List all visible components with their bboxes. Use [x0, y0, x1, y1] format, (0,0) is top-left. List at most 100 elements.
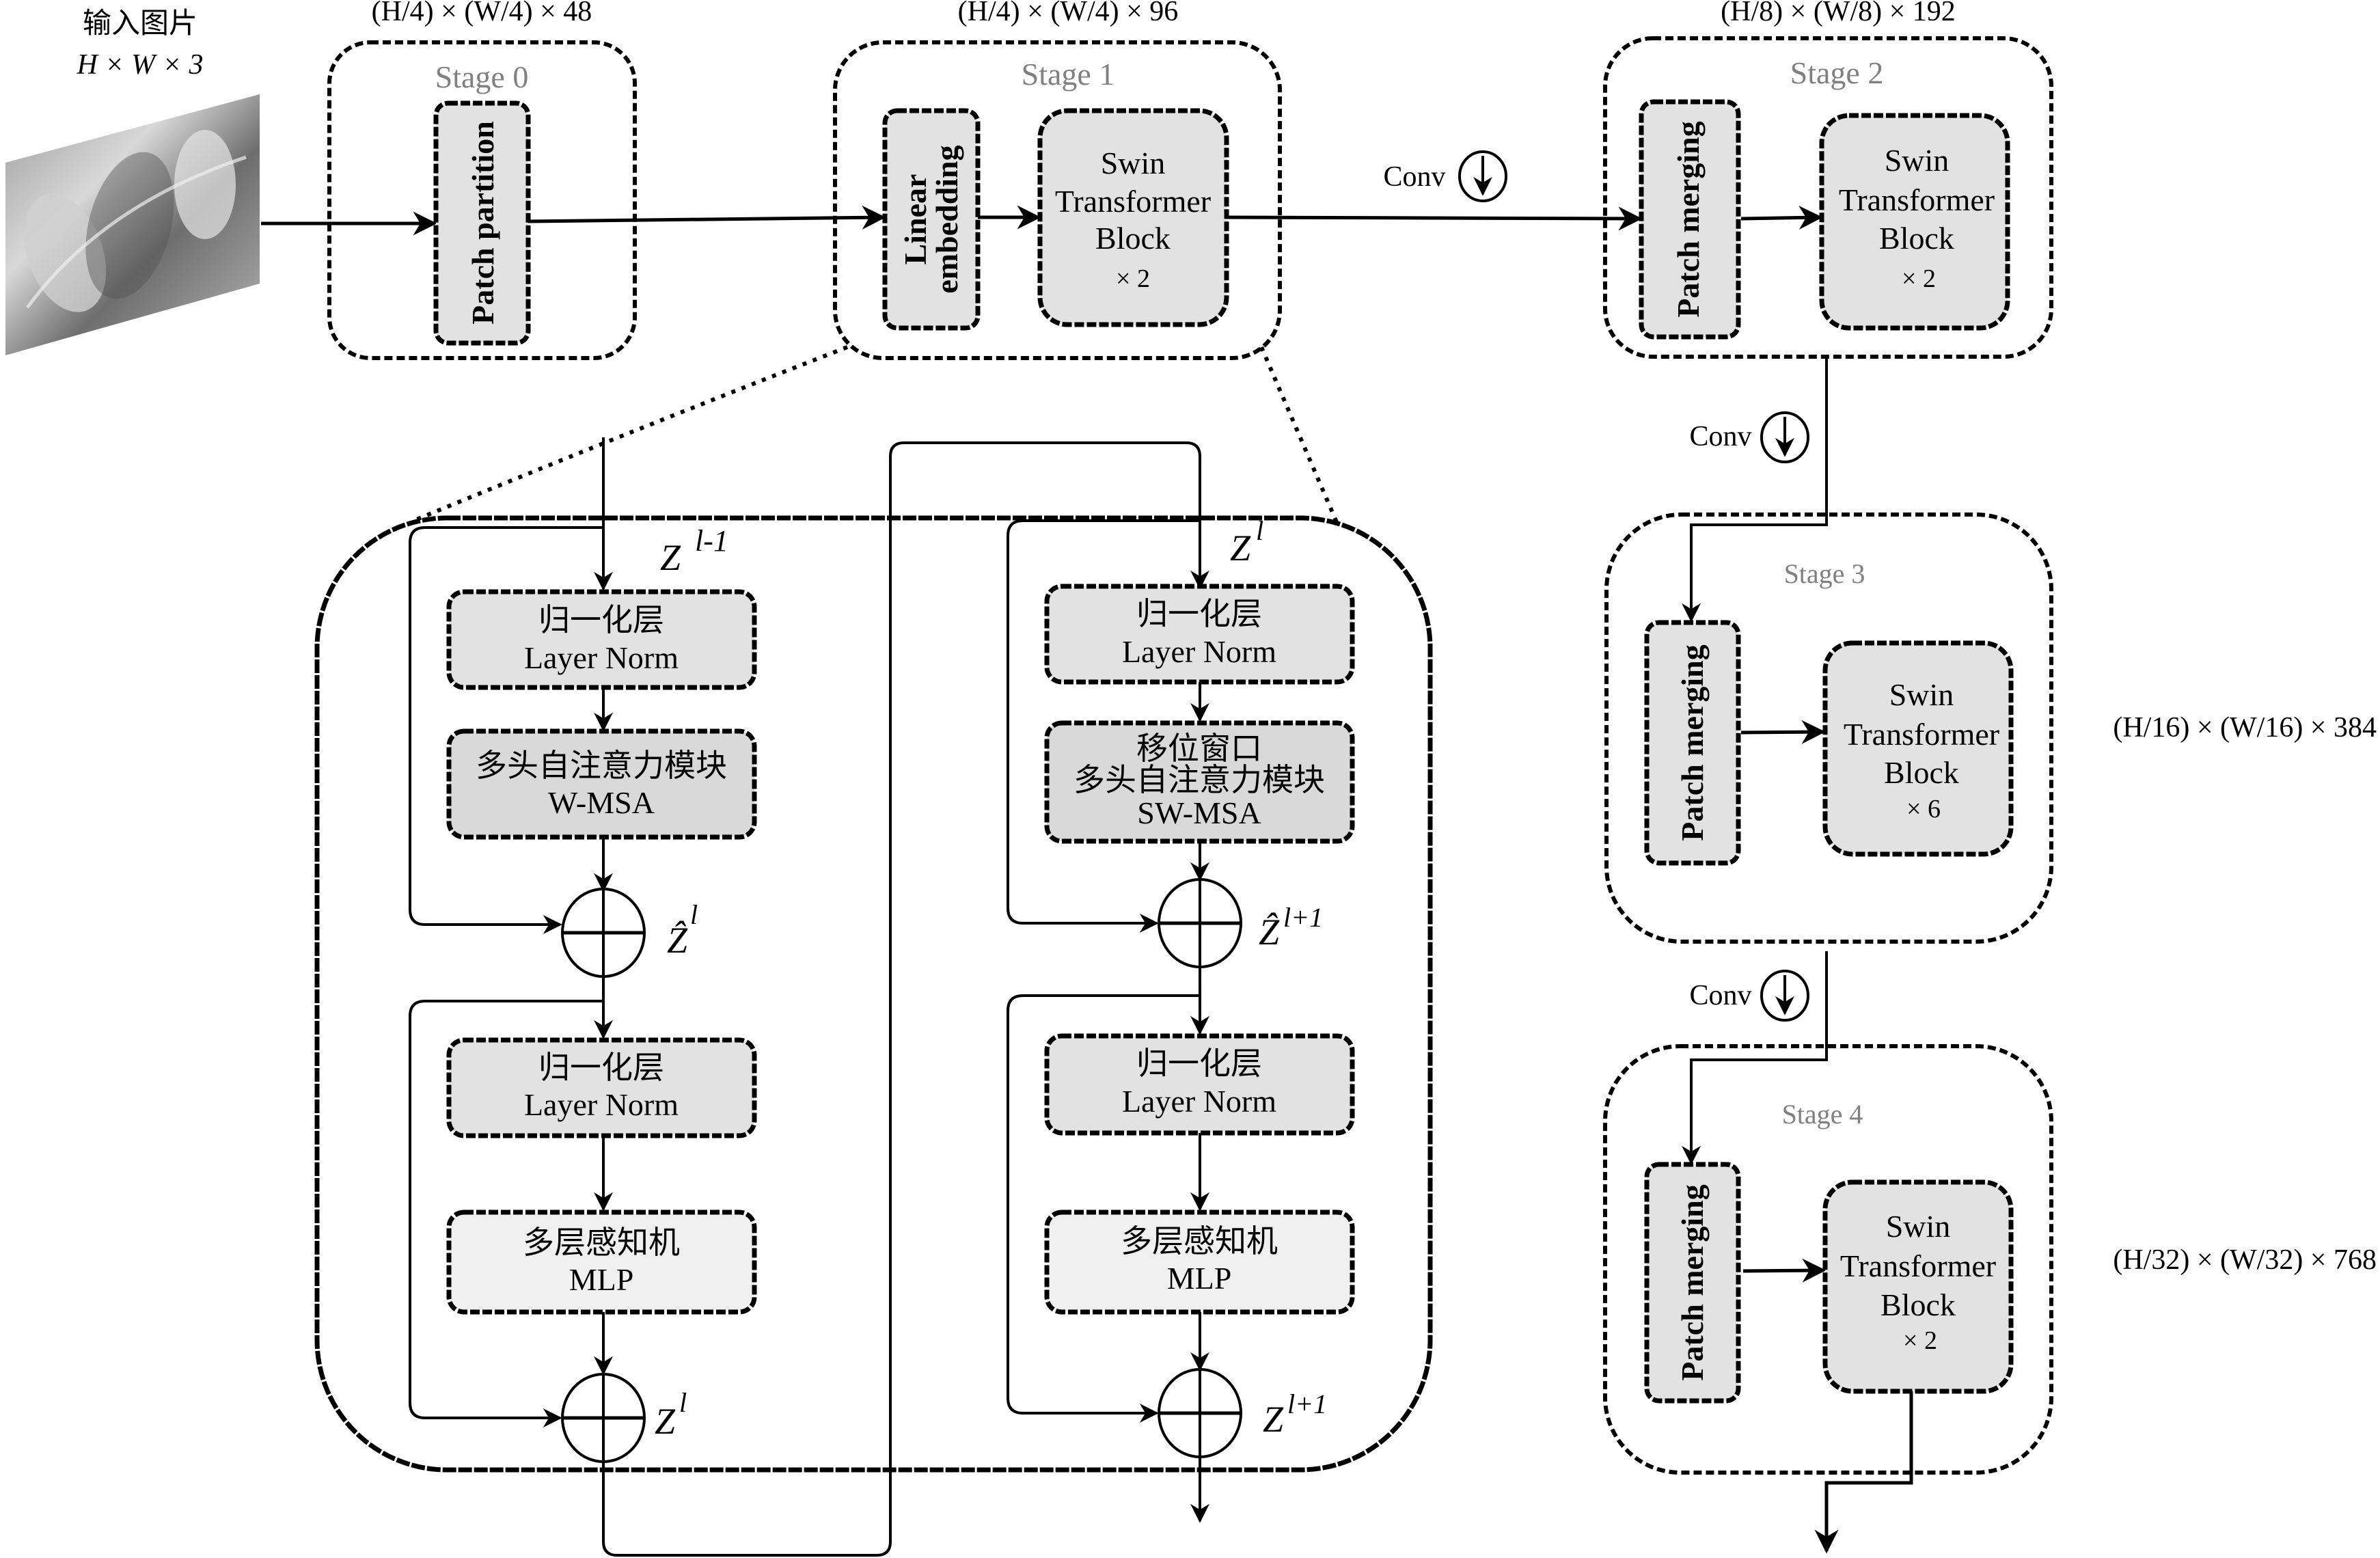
arrow-stage1-to-stage2	[1226, 206, 1643, 231]
stage-0-dims: (H/4) × (W/4) × 48	[372, 0, 592, 27]
left-add-node-2	[561, 1373, 646, 1463]
right-out-z: Z	[1263, 1399, 1284, 1440]
stage-4-swin-line3: Block	[1880, 1287, 1956, 1322]
stage-4: Stage 4 Patch merging Swin Transformer B…	[1603, 1044, 2377, 1554]
input-leaf-image	[5, 94, 260, 355]
stage-4-dims: (H/32) × (W/32) × 768	[2113, 1244, 2377, 1276]
stage-3-label: Stage 3	[1784, 558, 1865, 589]
right-norm2-en: Layer Norm	[1122, 1084, 1276, 1119]
left-norm1-zh: 归一化层	[538, 603, 664, 638]
stage-4-swin-line2: Transformer	[1840, 1248, 1996, 1283]
linear-embedding-label-line1: Linear	[898, 174, 933, 265]
stage-3-swin-line3: Block	[1884, 755, 1959, 790]
right-mid-sup: l+1	[1283, 902, 1323, 933]
conv-downsample-3: Conv	[1682, 951, 1828, 1165]
stage-1-swin-block	[1037, 108, 1229, 327]
input-title: 输入图片	[83, 8, 197, 40]
stage-4-label: Stage 4	[1782, 1099, 1863, 1130]
right-norm2-zh: 归一化层	[1136, 1046, 1262, 1081]
conv-downsample-1: Conv	[1383, 150, 1507, 202]
stage-2: (H/8) × (W/8) × 192 Stage 2 Patch mergin…	[1603, 0, 2053, 359]
stage-4-swin-line1: Swin	[1886, 1209, 1951, 1244]
left-out-z: Z	[655, 1401, 676, 1442]
right-swmsa-en: SW-MSA	[1137, 795, 1261, 830]
detail-frame	[314, 515, 1433, 1473]
right-out-sup: l+1	[1287, 1389, 1327, 1419]
right-swmsa-zh1: 移位窗口	[1136, 731, 1262, 766]
stage-4-patch-merging-box	[1644, 1162, 1741, 1404]
left-mlp-zh: 多层感知机	[523, 1225, 680, 1260]
right-norm1-en: Layer Norm	[1122, 634, 1276, 669]
stage-3-patch-merging-label: Patch merging	[1675, 644, 1710, 840]
right-add-node-1	[1158, 878, 1242, 968]
conv-downsample-2: Conv	[1682, 357, 1828, 623]
left-norm2-box	[446, 1037, 757, 1138]
right-add-node-2	[1158, 1368, 1242, 1458]
left-norm2-zh: 归一化层	[538, 1050, 664, 1085]
stage-4-swin-repeat: × 2	[1903, 1326, 1937, 1355]
stage-1-dims: (H/4) × (W/4) × 96	[958, 0, 1179, 27]
stage-4-frame	[1603, 1044, 2053, 1475]
stage-2-swin-line2: Transformer	[1839, 182, 1995, 217]
arrow-patch-partition-to-linear-embedding	[528, 205, 886, 230]
conv-label-1: Conv	[1383, 161, 1445, 193]
stage-2-swin-line3: Block	[1879, 221, 1954, 256]
stage-1: (H/4) × (W/4) × 96 Stage 1 Linear embedd…	[833, 0, 1282, 360]
stage-2-patch-merging-label: Patch merging	[1671, 121, 1706, 317]
stage-1-swin-line3: Block	[1095, 221, 1171, 256]
stage-0-frame	[327, 40, 637, 360]
stage-3-frame	[1604, 512, 2053, 944]
stage-0: (H/4) × (W/4) × 48 Stage 0 Patch partiti…	[327, 0, 637, 360]
right-norm1-zh: 归一化层	[1136, 597, 1262, 631]
conv-label-3: Conv	[1689, 980, 1751, 1011]
left-mid-z: Ẑ	[667, 920, 688, 961]
stage-3-swin-repeat: × 6	[1906, 795, 1941, 823]
output-arrow	[1814, 1391, 1913, 1554]
stage-3: Stage 3 Patch merging Swin Transformer B…	[1604, 512, 2377, 944]
left-norm1-en: Layer Norm	[524, 640, 679, 675]
stage-1-label: Stage 1	[1022, 57, 1115, 92]
stage-2-swin-repeat: × 2	[1902, 264, 1936, 293]
stage-3-dims: (H/16) × (W/16) × 384	[2113, 712, 2377, 743]
stage-0-label: Stage 0	[435, 59, 529, 94]
left-mlp-en: MLP	[569, 1262, 634, 1297]
detail-right-column: Z l 归一化层 Layer Norm 移位窗口 多头自注意力模块 SW-MSA…	[1007, 515, 1355, 1523]
left-mlp-box	[446, 1210, 757, 1315]
left-wmsa-box	[446, 728, 757, 840]
connector-left-to-right	[602, 441, 1209, 1557]
conv-label-2: Conv	[1689, 421, 1751, 452]
zoom-callout-left	[415, 345, 849, 521]
stage-2-label: Stage 2	[1790, 55, 1884, 90]
right-mlp-en: MLP	[1167, 1261, 1232, 1296]
input-image-group: 输入图片 H × W × 3	[5, 8, 260, 355]
stage-2-dims: (H/8) × (W/8) × 192	[1721, 0, 1956, 27]
down-arrow-circle-icon	[1760, 970, 1809, 1022]
left-add-node-1	[561, 888, 646, 978]
left-wmsa-zh: 多头自注意力模块	[476, 748, 727, 783]
stage-2-patch-merging-box	[1639, 99, 1741, 340]
stage-2-swin-line1: Swin	[1885, 143, 1950, 178]
right-mid-z: Ẑ	[1259, 912, 1280, 953]
stage-3-swin-line2: Transformer	[1844, 717, 1999, 752]
left-out-sup: l	[679, 1387, 687, 1418]
stage-3-patch-merging-box	[1644, 620, 1741, 866]
stage-3-swin-line1: Swin	[1889, 677, 1954, 712]
stage-1-frame	[833, 40, 1282, 360]
patch-partition-box	[433, 100, 531, 346]
zoom-callout-right	[1259, 346, 1339, 523]
stage-1-swin-line2: Transformer	[1055, 184, 1211, 219]
down-arrow-circle-icon	[1458, 150, 1507, 202]
left-mid-sup: l	[690, 899, 698, 930]
right-swmsa-zh2: 多头自注意力模块	[1073, 763, 1325, 797]
input-dims: H × W × 3	[76, 49, 203, 81]
left-input-z: Z	[660, 537, 681, 578]
down-arrow-circle-icon	[1760, 411, 1809, 463]
linear-embedding-label-line2: embedding	[929, 145, 964, 293]
detail-left-column: Z l-1 归一化层 Layer Norm 多头自注意力模块 W-MSA Ẑ l…	[409, 437, 757, 1463]
stage-2-swin-block	[1819, 113, 2010, 331]
swin-block-detail: Z l-1 归一化层 Layer Norm 多头自注意力模块 W-MSA Ẑ l…	[314, 345, 1433, 1557]
left-wmsa-en: W-MSA	[548, 785, 655, 820]
right-input-sup: l	[1256, 515, 1263, 546]
stage-1-swin-line1: Swin	[1101, 146, 1166, 180]
